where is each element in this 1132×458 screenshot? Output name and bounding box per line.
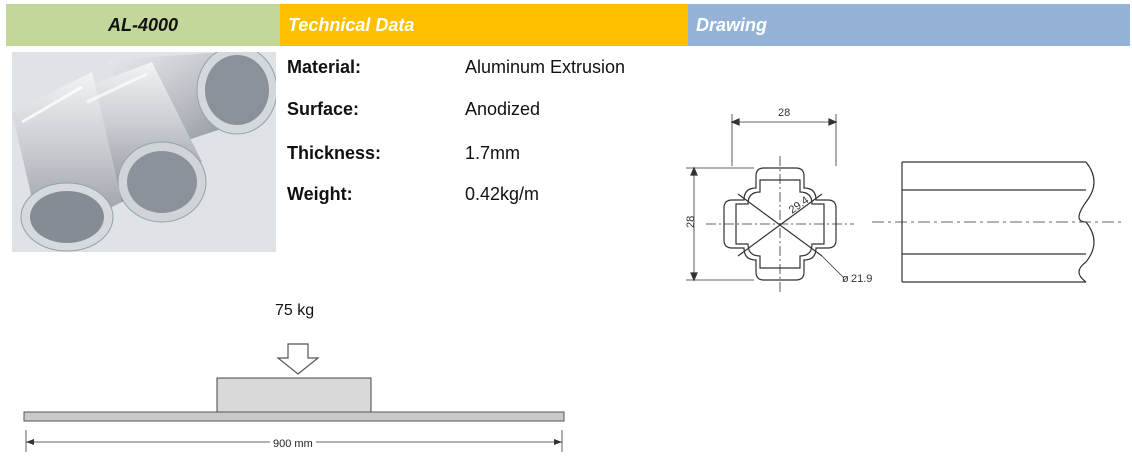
technical-data-header: Technical Data	[280, 4, 688, 46]
inner-dimension: 29.4	[787, 194, 811, 216]
spec-label: Surface:	[287, 99, 360, 119]
load-diagram	[23, 343, 565, 452]
spec-value: Anodized	[465, 99, 541, 119]
product-photo	[12, 52, 276, 252]
profile-outline	[723, 167, 837, 281]
diameter-dimension: 21.9	[851, 273, 872, 285]
profile-inner	[735, 179, 825, 269]
drawing-header: Drawing	[688, 4, 1130, 46]
diameter-symbol: ø	[842, 273, 849, 285]
model-header: AL-4000	[6, 4, 280, 46]
technical-drawing: 28 28 29.4 ø 21.9	[685, 107, 1124, 292]
load-block	[216, 377, 372, 413]
tube-beam	[23, 411, 565, 422]
span-label: 900 mm	[270, 438, 316, 450]
spec-value: 0.42kg/m	[465, 184, 540, 204]
load-weight-label: 75 kg	[275, 302, 315, 319]
spec-label: Material:	[287, 57, 362, 77]
spec-value: 1.7mm	[465, 143, 521, 163]
spec-label: Thickness:	[287, 143, 382, 163]
height-dimension: 28	[685, 216, 697, 228]
spec-label: Weight:	[287, 184, 353, 204]
width-dimension: 28	[778, 107, 790, 119]
spec-value: Aluminum Extrusion	[465, 57, 626, 77]
down-arrow-icon	[276, 343, 320, 375]
